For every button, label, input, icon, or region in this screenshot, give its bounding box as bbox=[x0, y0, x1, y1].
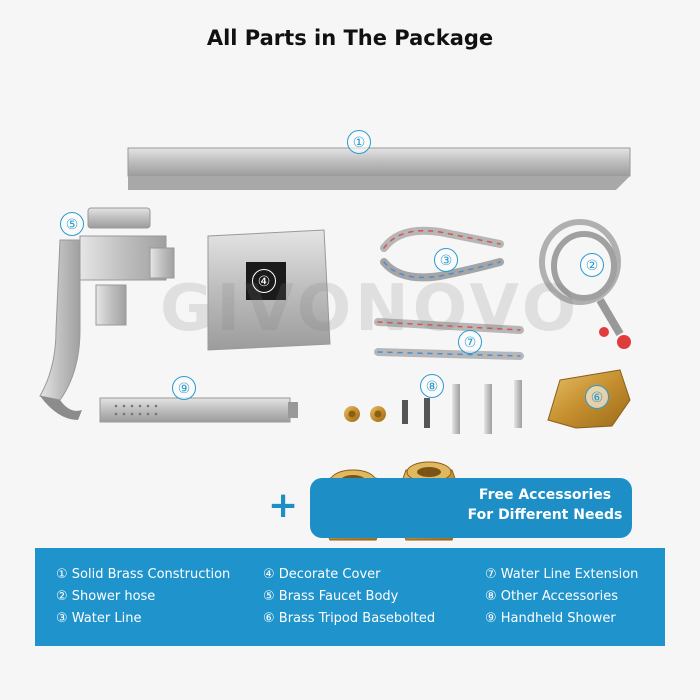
callout-9: ⑨ bbox=[172, 376, 196, 400]
callout-8: ⑧ bbox=[420, 374, 444, 398]
promo-line-1: Free Accessories bbox=[478, 487, 612, 503]
brand-watermark: GIVONOVO bbox=[160, 272, 581, 346]
legend-item-6: ⑥ Brass Tripod Basebolted bbox=[263, 611, 436, 626]
page-title: All Parts in The Package bbox=[206, 26, 494, 50]
legend-item-2: ② Shower hose bbox=[56, 589, 156, 604]
promo-banner bbox=[310, 478, 632, 538]
handheld-shower bbox=[99, 397, 298, 423]
callout-6: ⑥ bbox=[585, 385, 609, 409]
legend-item-4: ④ Decorate Cover bbox=[263, 567, 381, 582]
solid-brass-bar bbox=[127, 147, 631, 190]
callout-2: ② bbox=[580, 253, 604, 277]
water-line-hoses bbox=[380, 226, 504, 282]
water-line-extension bbox=[374, 318, 524, 360]
legend-item-3: ③ Water Line bbox=[56, 611, 142, 626]
legend-item-8: ⑧ Other Accessories bbox=[485, 589, 619, 604]
parts-legend bbox=[35, 548, 665, 646]
promo-text: Free Accessories For Different Needs bbox=[465, 485, 625, 525]
callout-7: ⑦ bbox=[458, 330, 482, 354]
legend-item-7: ⑦ Water Line Extension bbox=[485, 567, 639, 582]
shower-hose bbox=[539, 219, 631, 349]
promo-line-2: For Different Needs bbox=[467, 507, 623, 523]
other-accessories bbox=[344, 380, 522, 434]
legend-item-5: ⑤ Brass Faucet Body bbox=[263, 589, 399, 604]
legend-item-9: ⑨ Handheld Shower bbox=[485, 611, 616, 626]
callout-4: ④ bbox=[252, 269, 276, 293]
callout-5: ⑤ bbox=[60, 212, 84, 236]
plus-icon: + bbox=[268, 485, 299, 526]
callout-3: ③ bbox=[434, 248, 458, 272]
faucet-body bbox=[39, 207, 175, 420]
legend-item-1: ① Solid Brass Construction bbox=[56, 567, 231, 582]
callout-1: ① bbox=[347, 130, 371, 154]
